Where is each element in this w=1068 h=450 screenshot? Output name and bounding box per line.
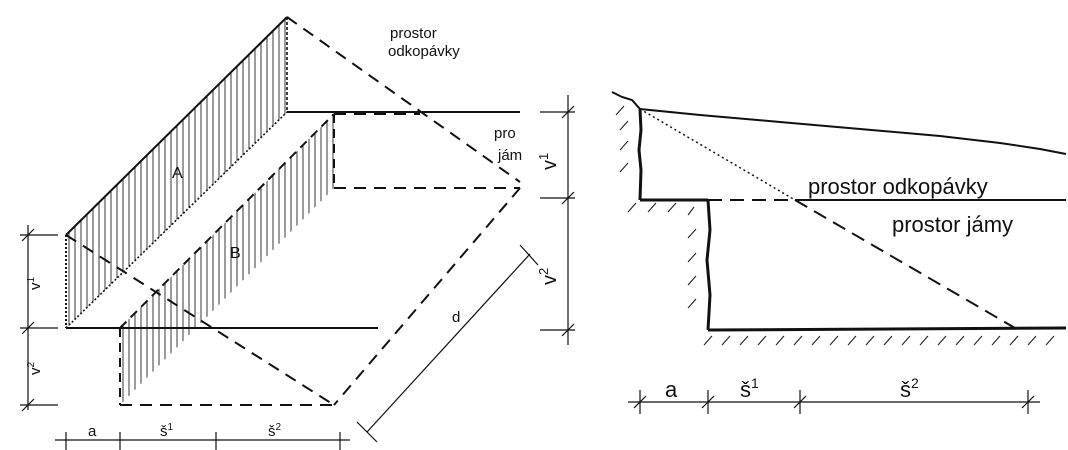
dotted-slope: [639, 108, 796, 201]
dim-left-slash-3: [21, 398, 35, 412]
soil-hatching: [615, 105, 1055, 346]
right-section-figure: prostor odkopávky prostor jámy a š1 š2: [611, 91, 1067, 414]
dim-right-slash-3: [793, 395, 807, 409]
dim-right-a: a: [665, 377, 678, 402]
dim-right-slash-1: [633, 395, 647, 409]
dim-left-slash-1: [21, 228, 35, 242]
dim-d-ext-1: [519, 244, 539, 266]
dim-mid-v2: v2: [536, 268, 561, 285]
dim-bottom-s1: š1: [160, 422, 174, 440]
upper-wall: [637, 108, 643, 201]
label-wall-b: B: [230, 245, 241, 262]
dim-right-s2: š2: [900, 375, 919, 402]
dim-left-v1: v1: [26, 277, 44, 291]
pit-right-diagonal-edge: [333, 187, 521, 406]
slope-line-bottom: [65, 234, 335, 406]
label-excavation-space: prostor odkopávky: [808, 174, 988, 199]
label-wall-a: A: [172, 165, 183, 182]
dim-mid-slash-3: [561, 323, 575, 337]
dim-d-ext-2: [356, 421, 378, 443]
dim-right-s1: š1: [740, 375, 759, 402]
label-pit-line2: jám: [497, 147, 522, 164]
dim-mid-v1: v1: [536, 153, 561, 170]
dim-bottom-a: a: [88, 423, 97, 440]
label-excavation-line1: prostor: [390, 25, 437, 42]
label-pit-line1: pro: [494, 125, 516, 142]
dim-left-slash-2: [21, 321, 35, 335]
label-pit-space: prostor jámy: [892, 212, 1013, 237]
dim-mid-slash-1: [561, 105, 575, 119]
dim-right-slash-2: [701, 395, 715, 409]
dim-d-line: [366, 253, 531, 433]
wall-a-top-edge: [65, 16, 288, 236]
left-isometric-figure: prostor odkopávky pro jám A B v1 v2 v1: [20, 16, 575, 450]
wall-b-surface: [120, 114, 334, 405]
dim-mid-slash-2: [561, 191, 575, 205]
lower-wall: [705, 199, 712, 331]
dim-d-label: d: [452, 309, 460, 326]
terrain-surface: [611, 91, 1067, 155]
dim-left-v2: v2: [26, 362, 44, 376]
pit-bottom: [707, 326, 1067, 332]
wall-a-bottom-edge: [65, 111, 288, 329]
label-excavation-line2: odkopávky: [388, 43, 460, 60]
slope-line-top: [286, 16, 521, 183]
dim-right-slash-4: [1021, 395, 1035, 409]
dim-bottom-s2: š2: [268, 422, 282, 440]
wall-a-surface: [66, 17, 287, 328]
